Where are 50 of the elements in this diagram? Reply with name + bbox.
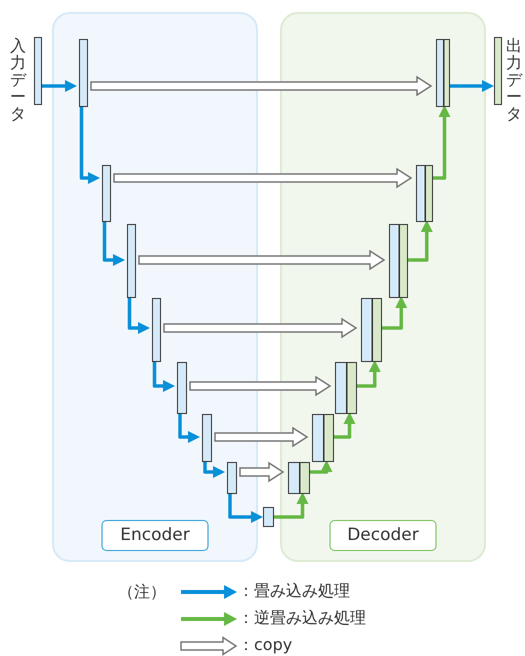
legend-text: ：copy — [238, 635, 292, 656]
copy-arrow — [163, 318, 358, 338]
arrow — [380, 296, 408, 330]
feature-map-bar — [34, 37, 42, 105]
arrow — [128, 296, 150, 334]
concatenated-feature-map-bar — [335, 362, 357, 414]
feature-map-bar — [102, 165, 111, 222]
arrow — [102, 220, 125, 266]
decoder-panel — [280, 12, 486, 562]
feature-map-bar — [152, 298, 161, 362]
panel-title: Encoder — [102, 520, 208, 551]
legend-text: ：畳み込み処理 — [238, 581, 350, 602]
panel-title: Decoder — [330, 520, 436, 551]
legend-text: ：逆畳み込み処理 — [238, 608, 366, 629]
data-label: 入力データ — [9, 37, 27, 122]
feature-map-bar — [227, 462, 237, 494]
arrow — [332, 412, 356, 439]
concatenated-feature-map-bar — [361, 298, 382, 362]
copy-arrow — [189, 376, 332, 396]
feature-map-bar — [177, 362, 187, 414]
concatenated-feature-map-bar — [312, 414, 334, 462]
data-label: 出力データ — [505, 37, 523, 122]
copy-arrow — [138, 250, 386, 270]
arrow — [274, 492, 308, 519]
copy-arrow — [90, 76, 432, 96]
copy-arrow — [113, 168, 412, 188]
arrow — [152, 360, 175, 392]
arrow — [355, 360, 381, 388]
arrow — [42, 80, 77, 92]
feature-map-bar — [127, 224, 136, 298]
concatenated-feature-map-bar — [436, 39, 450, 107]
concatenated-feature-map-bar — [288, 462, 310, 494]
concatenated-feature-map-bar — [389, 224, 408, 298]
arrow — [431, 105, 450, 180]
arrow — [178, 412, 200, 443]
copy-arrow — [214, 426, 308, 448]
arrow — [308, 460, 332, 474]
concatenated-feature-map-bar — [416, 165, 433, 222]
arrow — [406, 220, 433, 262]
feature-map-bar — [494, 37, 502, 105]
feature-map-bar — [263, 507, 274, 527]
feature-map-bar — [79, 39, 88, 107]
arrow — [80, 105, 100, 184]
feature-map-bar — [202, 414, 212, 462]
arrow — [203, 460, 225, 478]
copy-arrow — [239, 462, 284, 482]
arrow — [448, 80, 494, 92]
note-label: （注） — [118, 582, 166, 603]
arrow — [228, 492, 263, 523]
encoder-panel — [52, 12, 258, 562]
